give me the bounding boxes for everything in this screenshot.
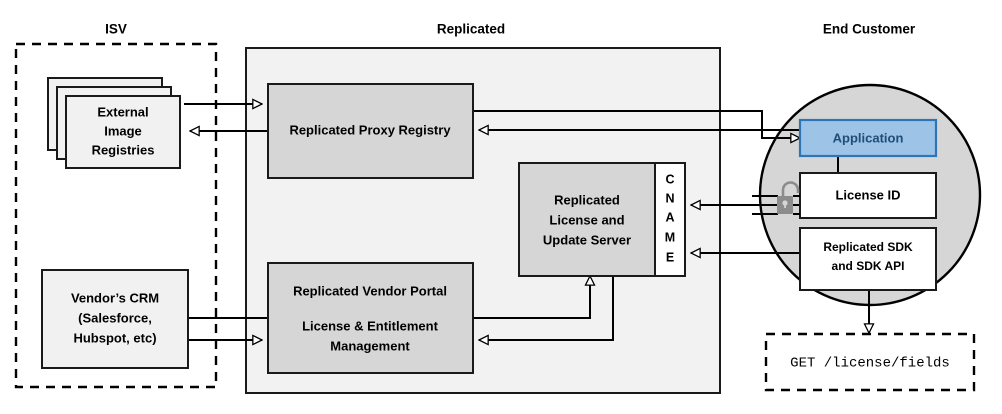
replicated-proxy-registry-label: Replicated Proxy Registry: [289, 122, 451, 137]
replicated-sdk-line1: Replicated SDK: [823, 240, 913, 254]
external-image-registries-line3: Registries: [92, 142, 155, 157]
vendors-crm[interactable]: [41, 269, 189, 369]
cname-letter-m: M: [665, 230, 675, 244]
unlock-icon: [752, 181, 800, 215]
isv-zone-boundary: [14, 42, 218, 389]
replicated-vendor-portal[interactable]: [267, 262, 474, 374]
license-id-label: License ID: [835, 187, 900, 202]
cname-letter-n: N: [665, 191, 674, 205]
cname-letter-a: A: [665, 210, 674, 224]
zone-title-replicated: Replicated: [437, 22, 505, 37]
application-label: Application: [833, 130, 904, 145]
external-image-registries-line1: External: [97, 104, 148, 119]
cname-tab[interactable]: [654, 162, 686, 277]
connector-portal-to-license-server: [473, 276, 590, 319]
license-server-line2: License and: [549, 212, 624, 227]
connector-proxy-to-application: [473, 110, 800, 138]
cname-letter-e: E: [666, 250, 674, 264]
external-image-registries-line2: Image: [104, 123, 142, 138]
external-image-registries[interactable]: [65, 95, 181, 169]
zone-title-end-customer: End Customer: [823, 22, 916, 37]
vendor-portal-line2: License & Entitlement: [302, 318, 438, 333]
replicated-sdk-line2: and SDK API: [832, 259, 905, 273]
vendors-crm-line3: Hubspot, etc): [73, 330, 156, 345]
api-call-label: GET /license/fields: [790, 356, 950, 372]
vendor-portal-line3: Management: [330, 338, 410, 353]
license-id-box[interactable]: [799, 172, 937, 219]
replicated-proxy-registry[interactable]: [267, 83, 474, 179]
vendors-crm-line1: Vendor’s CRM: [71, 290, 159, 305]
vendors-crm-line2: (Salesforce,: [78, 310, 152, 325]
license-server-line3: Update Server: [543, 232, 631, 247]
api-call-box: [764, 332, 976, 392]
license-server-line1: Replicated: [554, 192, 620, 207]
connector-license-server-to-portal: [479, 270, 614, 340]
zone-title-isv: ISV: [105, 22, 127, 37]
vendor-portal-line1: Replicated Vendor Portal: [293, 283, 447, 298]
application-box[interactable]: [798, 118, 938, 158]
cname-letter-c: C: [665, 172, 674, 186]
replicated-sdk-box[interactable]: [799, 227, 937, 291]
